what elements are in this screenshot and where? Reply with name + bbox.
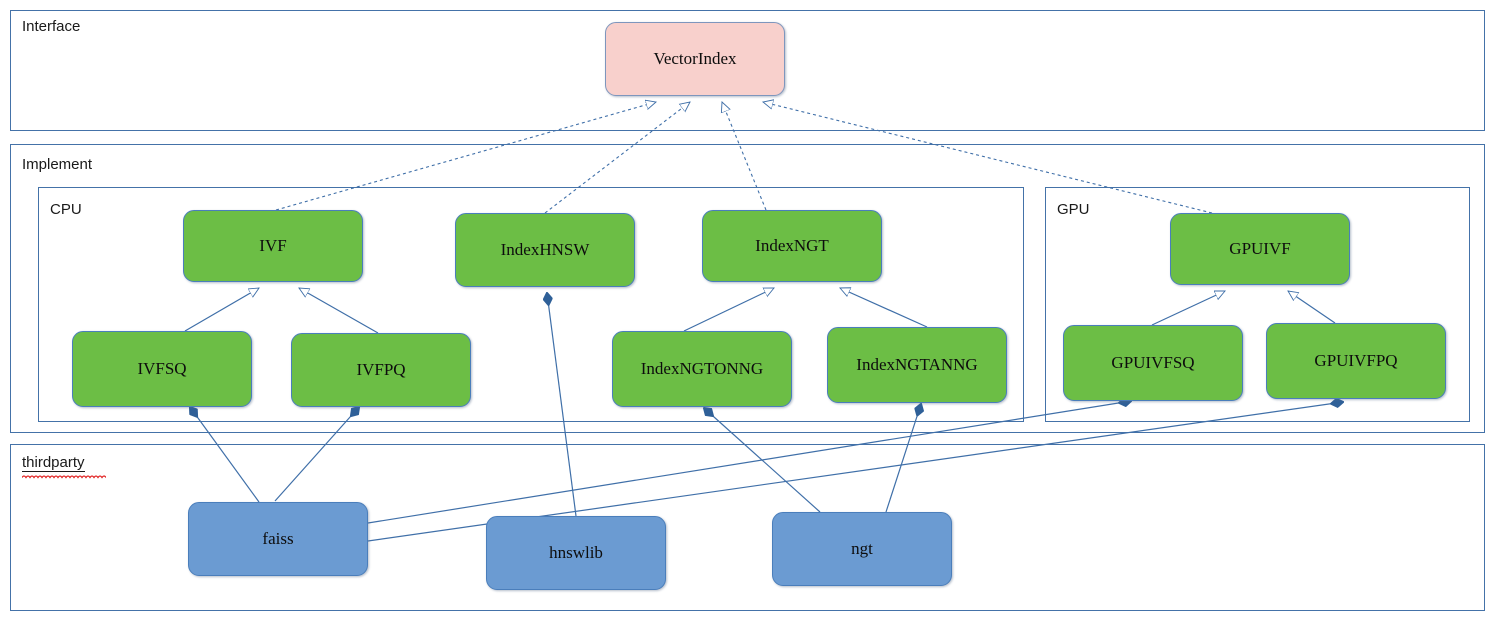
group-label-cpu: CPU: [50, 201, 82, 218]
node-label: GPUIVF: [1229, 239, 1291, 258]
group-label-gpu: GPU: [1057, 201, 1090, 218]
node-hnswlib[interactable]: hnswlib: [486, 516, 666, 590]
node-vectorindex[interactable]: VectorIndex: [605, 22, 785, 96]
node-label: IVFSQ: [137, 359, 187, 378]
edge-e-indexhnsw-vectorindex: [544, 102, 690, 214]
node-ivf[interactable]: IVF: [183, 210, 363, 282]
group-label-implement: Implement: [22, 156, 93, 173]
edge-e-ivfpq-ivf: [299, 288, 379, 334]
node-indexngt[interactable]: IndexNGT: [702, 210, 882, 282]
node-gpuivf[interactable]: GPUIVF: [1170, 213, 1350, 285]
node-label: IndexNGTONNG: [640, 359, 764, 378]
node-label: hnswlib: [549, 543, 603, 562]
node-gpuivfsq[interactable]: GPUIVFSQ: [1063, 325, 1243, 401]
node-ngt[interactable]: ngt: [772, 512, 952, 586]
node-label: IndexNGTANNG: [856, 355, 978, 374]
node-indexngtanng[interactable]: IndexNGTANNG: [827, 327, 1007, 403]
edge-e-gpuivfpq-gpuivf: [1288, 291, 1336, 324]
edge-e-ngtanng-indexngt: [840, 288, 928, 328]
edge-e-faiss-ivfsq: [190, 407, 260, 503]
node-label: IndexHNSW: [500, 240, 590, 259]
node-label: ngt: [851, 539, 873, 558]
edge-e-gpuivf-vectorindex: [763, 102, 1213, 214]
node-indexhnsw[interactable]: IndexHNSW: [455, 213, 635, 287]
node-gpuivfpq[interactable]: GPUIVFPQ: [1266, 323, 1446, 399]
edge-e-gpuivfsq-gpuivf: [1151, 290, 1225, 326]
node-ivfsq[interactable]: IVFSQ: [72, 331, 252, 407]
node-ivfpq[interactable]: IVFPQ: [291, 333, 471, 407]
node-indexngtonng[interactable]: IndexNGTONNG: [612, 331, 792, 407]
node-label: VectorIndex: [653, 49, 737, 68]
edge-e-faiss-gpuivfsq: [367, 401, 1131, 524]
node-label: IVFPQ: [356, 360, 406, 379]
edge-e-faiss-ivfpq: [274, 407, 359, 502]
edge-e-hnswlib-indexhnsw: [547, 293, 577, 517]
node-label: IndexNGT: [755, 236, 829, 255]
edge-e-ngt-ngtonng: [704, 408, 821, 513]
group-label-interface: Interface: [22, 18, 81, 35]
node-faiss[interactable]: faiss: [188, 502, 368, 576]
node-label: GPUIVFSQ: [1111, 353, 1195, 372]
node-label: GPUIVFPQ: [1314, 351, 1398, 370]
edge-e-indexngt-vectorindex: [722, 102, 767, 211]
edge-e-ngtonng-indexngt: [683, 287, 774, 332]
edge-e-ivfsq-ivf: [184, 288, 259, 332]
node-label: faiss: [262, 529, 294, 548]
spellcheck-squiggle-icon: [22, 475, 106, 479]
node-label: IVF: [259, 236, 287, 255]
group-label-thirdparty: thirdparty: [22, 454, 85, 472]
edge-e-ngt-ngtanng: [885, 404, 921, 513]
